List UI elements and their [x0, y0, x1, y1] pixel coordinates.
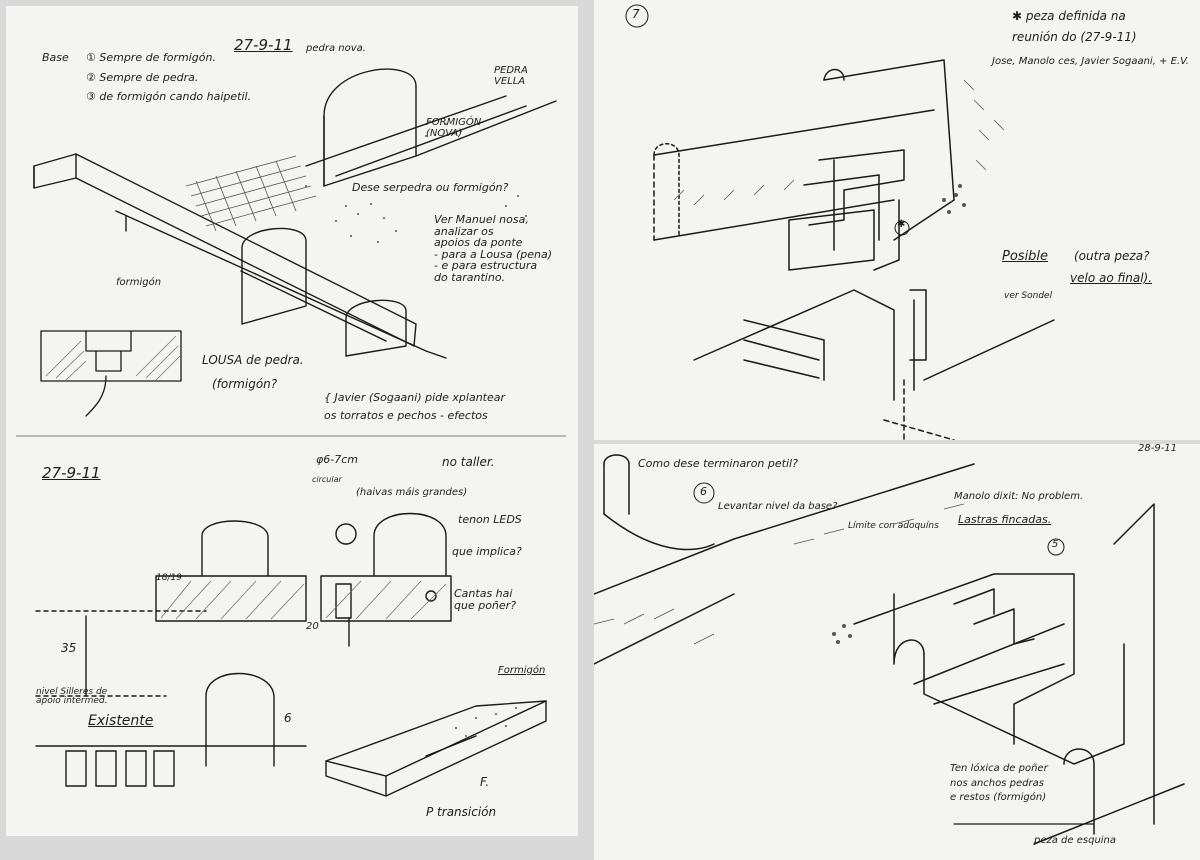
haivas-label: (haivas máis grandes)	[356, 487, 468, 498]
sketch-sheet-bottom-right: 28-9-11 Como dese terminaron petil? 6 5 …	[594, 444, 1200, 860]
posible-label: Posible	[1002, 249, 1049, 264]
sheet-bottom-right-drawing	[594, 454, 1185, 845]
date-bottom-label: 27-9-11	[42, 464, 101, 482]
circle-number-6: 6	[700, 485, 707, 498]
manolo-label: Manolo dixit: No problem.	[954, 491, 1084, 502]
dim-1819: 18/19	[156, 573, 182, 583]
sketch-sheet-top-right: 7 ✱ peza definida na reunión do (27-9-11…	[594, 0, 1200, 440]
peza-esquina-label: peza de esquina	[1034, 835, 1117, 846]
definition-note: ✱ peza definida na reunión do (27-9-11) …	[992, 9, 1189, 68]
lousa-pedra-label: LOUSA de pedra.	[202, 353, 304, 367]
formigon-low-label: formigón	[116, 277, 162, 288]
circular-label: circular	[312, 475, 342, 484]
sheet-left-drawing	[16, 68, 566, 797]
como-termina-label: Como dese terminaron petil?	[638, 457, 798, 470]
que-implica-label: que implica?	[452, 545, 522, 558]
javier-note: { Javier (Sogaani) pide xplantear os tor…	[324, 391, 506, 422]
velo-final-label: velo ao final).	[1070, 271, 1153, 285]
formigon-bottom-right: Formigón	[498, 665, 546, 676]
pedra-nova-label: pedra nova.	[306, 43, 366, 54]
base-option: ③ de formigón cando haipetil.	[86, 90, 252, 104]
base-options-list: ① Sempre de formigón. ② Sempre de pedra.…	[86, 52, 251, 103]
ten-logica-note: Ten lóxica de poñer nos anchos pedras e …	[950, 763, 1048, 803]
formigon-question: (formigón?	[212, 377, 278, 391]
dim-20: 20	[306, 621, 319, 632]
circle-number-7: 7	[632, 7, 640, 21]
sketch-sheet-left: 27-9-11 pedra nova. PEDRA VELLA FORMIGÓN…	[6, 6, 578, 836]
nivel-label: nivel Silleres de apoio intermed.	[36, 687, 108, 707]
f-label: F.	[480, 775, 490, 789]
dese-question: Dese serpedra ou formigón?	[352, 181, 509, 194]
lastras-label: Lastras fincadas.	[958, 513, 1052, 526]
dim-6: 6	[284, 711, 292, 725]
sheet-top-right-drawing	[625, 4, 1055, 440]
circle-number-5: 5	[1052, 539, 1059, 550]
levantar-label: Levantar nivel da base?	[718, 501, 838, 512]
note-manuel: Ver Manuel nosa, analizar os apoios da p…	[434, 213, 553, 284]
base-option: ② Sempre de pedra.	[86, 70, 199, 84]
cantas-label: Cantas hai que poñer?	[454, 587, 517, 612]
date-top-label: 27-9-11	[234, 36, 293, 54]
transicion-label: P transición	[426, 805, 497, 819]
limite-label: Límite con adoquíns	[848, 521, 939, 531]
base-label: Base	[42, 51, 69, 64]
diameter-label: φ6-7cm	[316, 453, 358, 466]
dim-35: 35	[61, 641, 77, 655]
date-label: 28-9-11	[1138, 444, 1178, 454]
base-option: ① Sempre de formigón.	[86, 51, 216, 64]
outra-peza-label: (outra peza?	[1074, 249, 1150, 263]
star-mark: ✱	[897, 219, 906, 230]
existente-label: Existente	[88, 713, 154, 729]
formigon-nova-label: FORMIGÓN (NOVA)	[426, 117, 482, 139]
no-taller-label: no taller.	[442, 455, 495, 469]
ver-sondel-label: ver Sondel	[1004, 291, 1053, 301]
pedra-vella-label: PEDRA VELLA	[494, 65, 528, 87]
tenon-leds-label: tenon LEDS	[458, 513, 522, 526]
